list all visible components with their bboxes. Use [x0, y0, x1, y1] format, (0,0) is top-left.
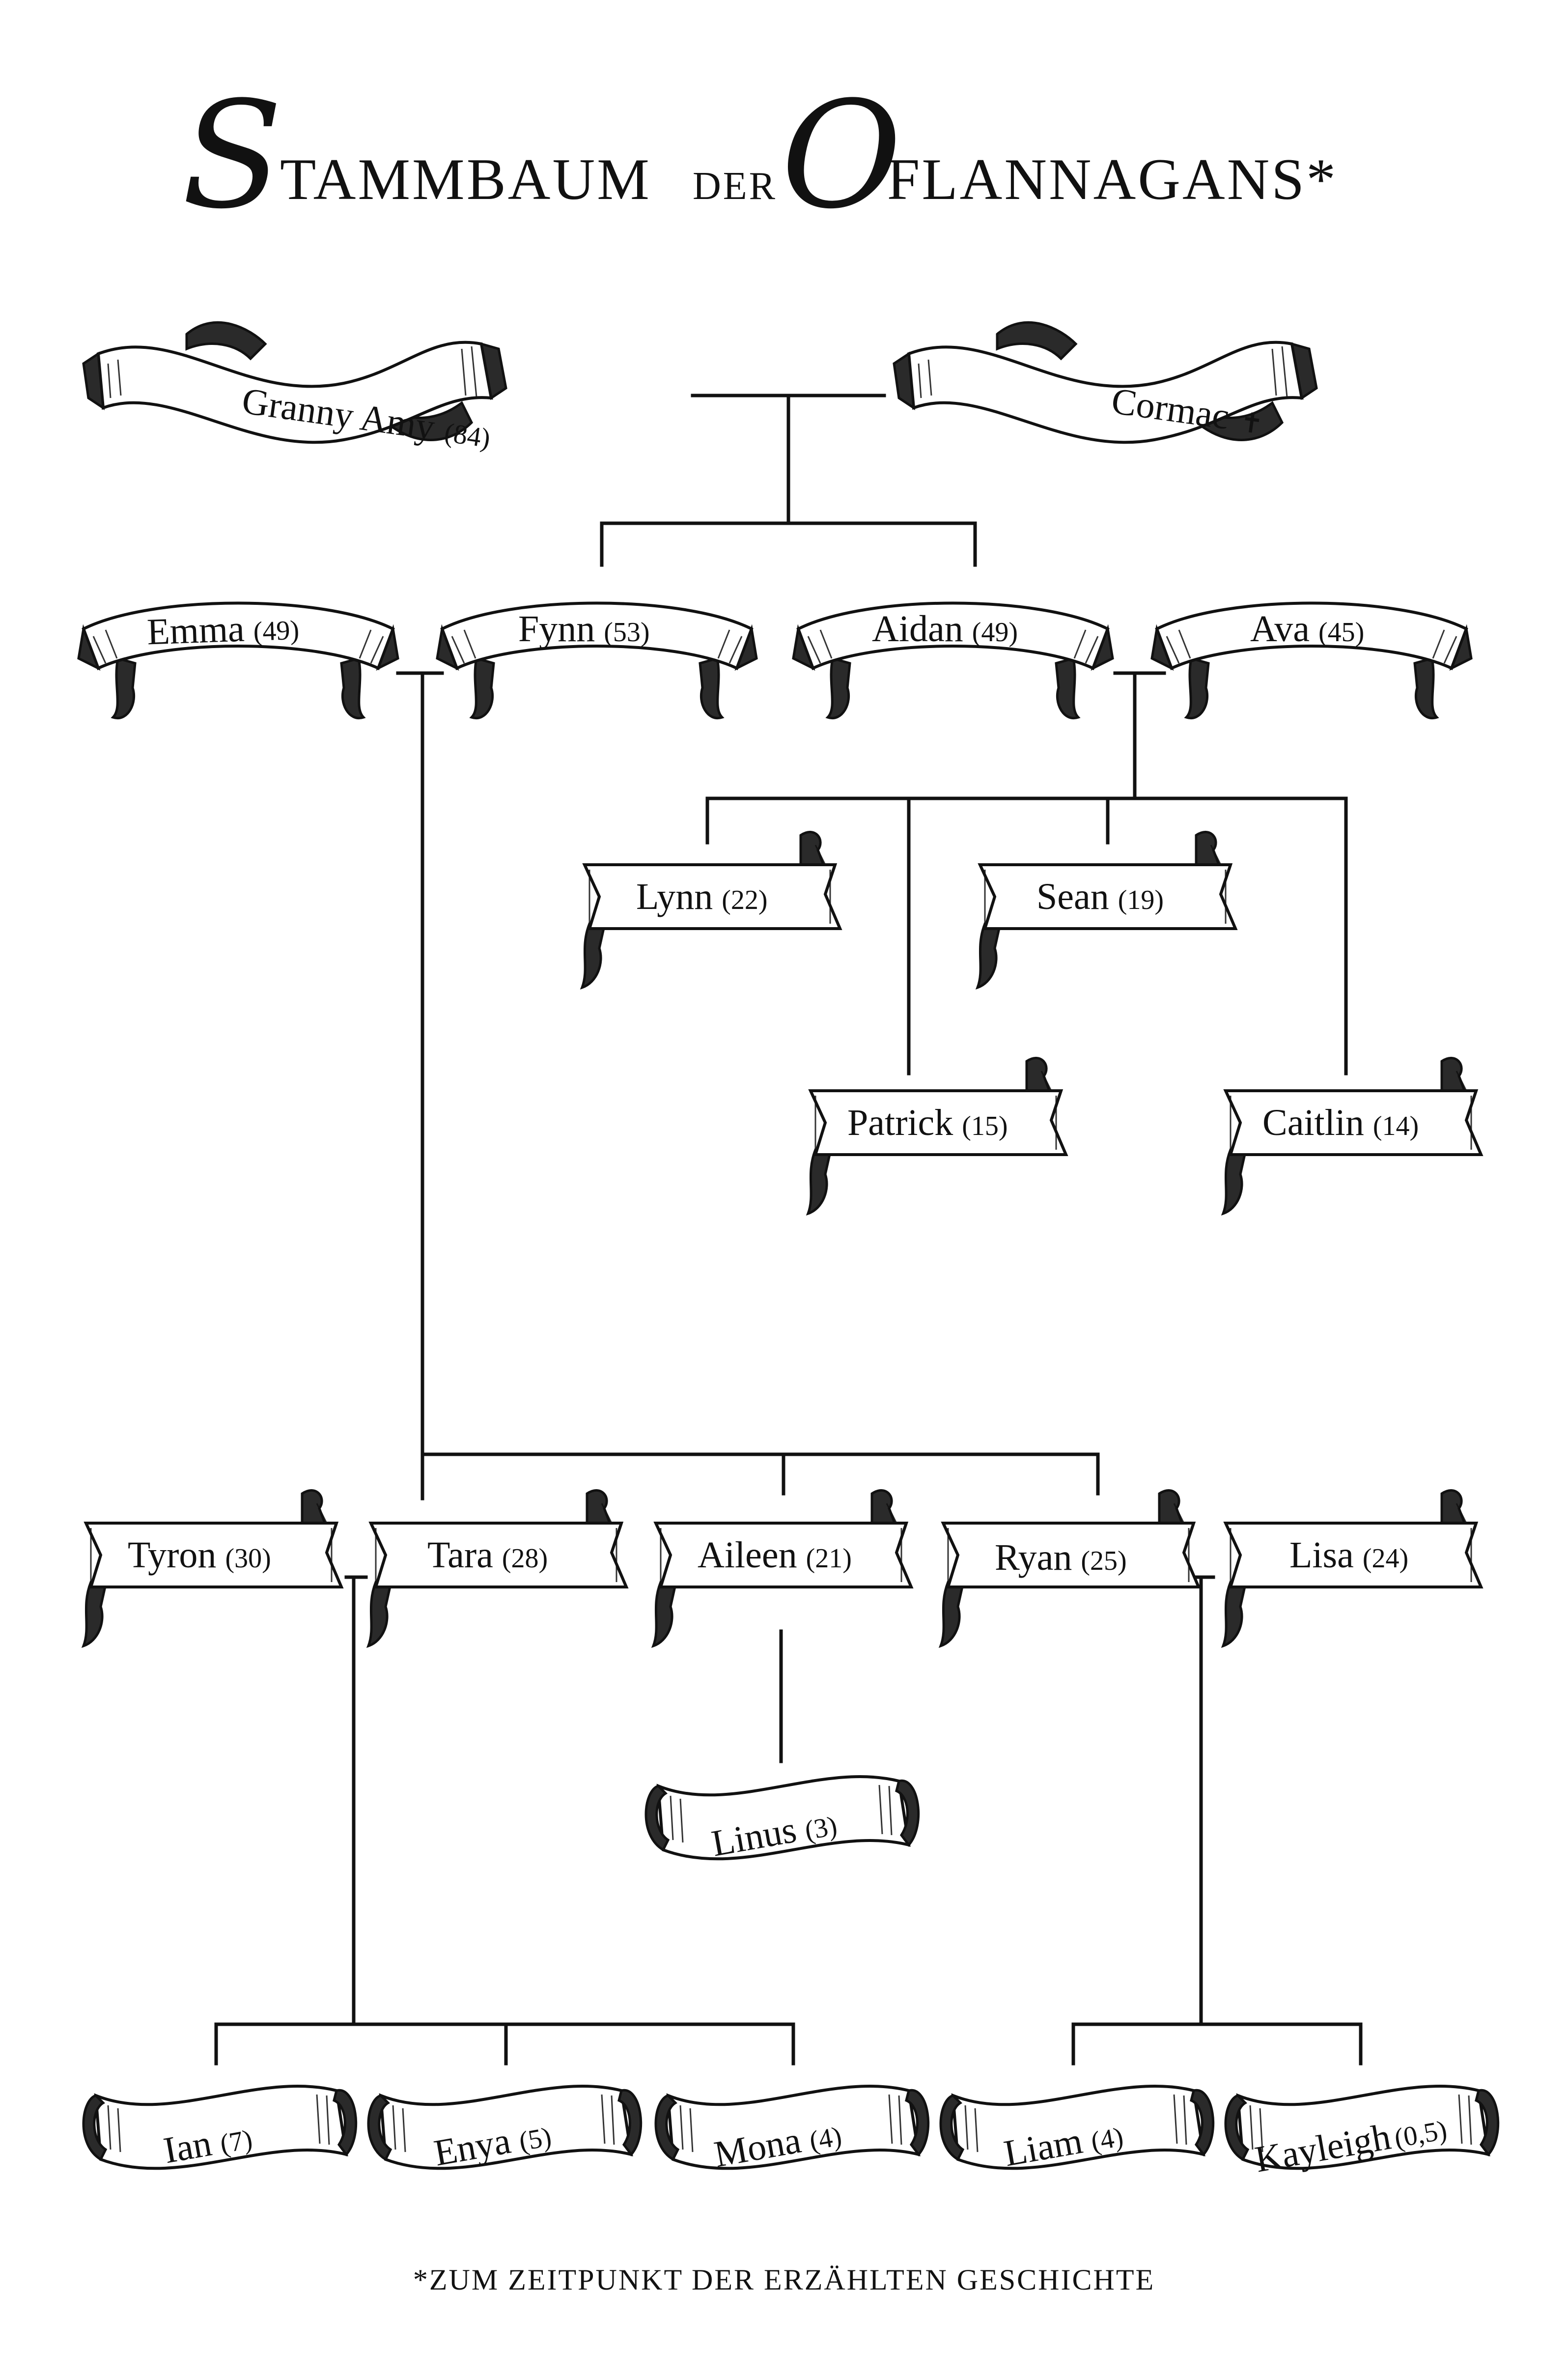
svg-text:Lisa (24): Lisa (24): [1289, 1534, 1408, 1576]
person-caitlin: Caitlin (14): [1223, 1058, 1481, 1214]
person-name: Ava: [1250, 608, 1310, 650]
svg-text:Ryan (25): Ryan (25): [995, 1537, 1127, 1578]
page-title: S TAMMBAUM DER O 'FLANNAGANS*: [182, 70, 1338, 241]
footnote: *ZUM ZEITPUNKT DER ERZÄHLTEN GESCHICHTE: [413, 2264, 1155, 2296]
title-initial-s: S: [182, 70, 283, 241]
svg-text:Aidan (49): Aidan (49): [872, 608, 1018, 650]
person-lisa: Lisa (24): [1223, 1490, 1481, 1646]
person-name: Tara: [427, 1534, 493, 1576]
svg-text:Caitlin (14): Caitlin (14): [1262, 1102, 1419, 1143]
person-tara: Tara (28): [368, 1490, 626, 1646]
person-age: (45): [1318, 617, 1364, 648]
person-name: Ryan: [995, 1537, 1072, 1578]
person-ava: Ava (45): [1152, 603, 1471, 718]
title-initial-o: O: [781, 70, 902, 241]
person-name: Tyron: [128, 1534, 216, 1576]
person-tyron: Tyron (30): [84, 1490, 341, 1646]
person-lynn: Lynn (22): [582, 832, 840, 988]
person-mona: Mona (4): [656, 2086, 928, 2175]
person-name: Aileen: [698, 1534, 797, 1576]
person-name: Fynn: [518, 608, 595, 650]
person-fynn: Fynn (53): [437, 603, 756, 718]
person-ian: Ian (7): [84, 2086, 356, 2171]
person-age: (28): [502, 1543, 548, 1574]
svg-text:Emma (49): Emma (49): [146, 606, 300, 653]
person-sean: Sean (19): [978, 832, 1235, 988]
svg-text:Aileen (21): Aileen (21): [698, 1534, 852, 1576]
person-age: (53): [604, 617, 649, 648]
person-name: Lisa: [1289, 1534, 1354, 1576]
person-age: (21): [806, 1543, 852, 1574]
connector-lines: [214, 394, 1363, 2066]
person-linus: Linus (3): [646, 1777, 919, 1865]
person-name: Patrick: [847, 1102, 953, 1143]
svg-text:Tara (28): Tara (28): [427, 1534, 548, 1576]
person-name: Aidan: [872, 608, 963, 650]
person-age: (84): [443, 417, 492, 453]
title-word-flannagans: 'FLANNAGANS*: [874, 146, 1338, 212]
person-age: (4): [807, 2121, 844, 2156]
svg-text:Lynn (22): Lynn (22): [636, 876, 768, 917]
person-age: (22): [722, 885, 767, 915]
person-liam: Liam (4): [941, 2086, 1213, 2174]
person-cormac: Cormac ✝: [894, 322, 1316, 442]
person-name: Lynn: [636, 876, 713, 917]
person-age: (49): [253, 615, 300, 647]
svg-text:Tyron (30): Tyron (30): [128, 1534, 271, 1576]
deceased-cross-icon: ✝: [1238, 407, 1265, 440]
title-word-stammbaum: TAMMBAUM: [280, 146, 651, 212]
title-word-der: DER: [693, 165, 777, 208]
person-patrick: Patrick (15): [808, 1058, 1066, 1214]
svg-text:Sean (19): Sean (19): [1036, 876, 1164, 917]
svg-text:Fynn (53): Fynn (53): [518, 608, 650, 650]
person-kayleigh: Kayleigh (0,5): [1226, 2086, 1498, 2181]
person-name: Sean: [1036, 876, 1109, 917]
svg-text:Ava (45): Ava (45): [1250, 608, 1364, 650]
person-age: (14): [1373, 1111, 1419, 1141]
svg-text:Patrick (15): Patrick (15): [847, 1102, 1008, 1143]
person-ryan: Ryan (25): [941, 1490, 1199, 1646]
person-age: (7): [218, 2124, 254, 2159]
person-age: (3): [803, 1811, 840, 1846]
person-age: (4): [1089, 2122, 1125, 2157]
svg-text:Ian (7): Ian (7): [161, 2115, 255, 2171]
person-age: (49): [972, 617, 1018, 648]
person-age: (24): [1363, 1543, 1408, 1574]
person-enya: Enya (5): [368, 2086, 641, 2174]
person-age: (15): [962, 1111, 1008, 1141]
person-age: (19): [1118, 885, 1164, 915]
person-emma: Emma (49): [79, 603, 398, 718]
person-age: (30): [225, 1543, 271, 1574]
person-name: Emma: [146, 608, 245, 653]
person-age: (25): [1081, 1546, 1126, 1576]
person-name: Caitlin: [1262, 1102, 1364, 1143]
person-aidan: Aidan (49): [793, 603, 1113, 718]
person-age: (5): [517, 2122, 554, 2157]
person-granny-amy: Granny Amy (84): [84, 322, 506, 454]
person-aileen: Aileen (21): [653, 1490, 911, 1646]
person-name: Ian: [161, 2123, 215, 2172]
